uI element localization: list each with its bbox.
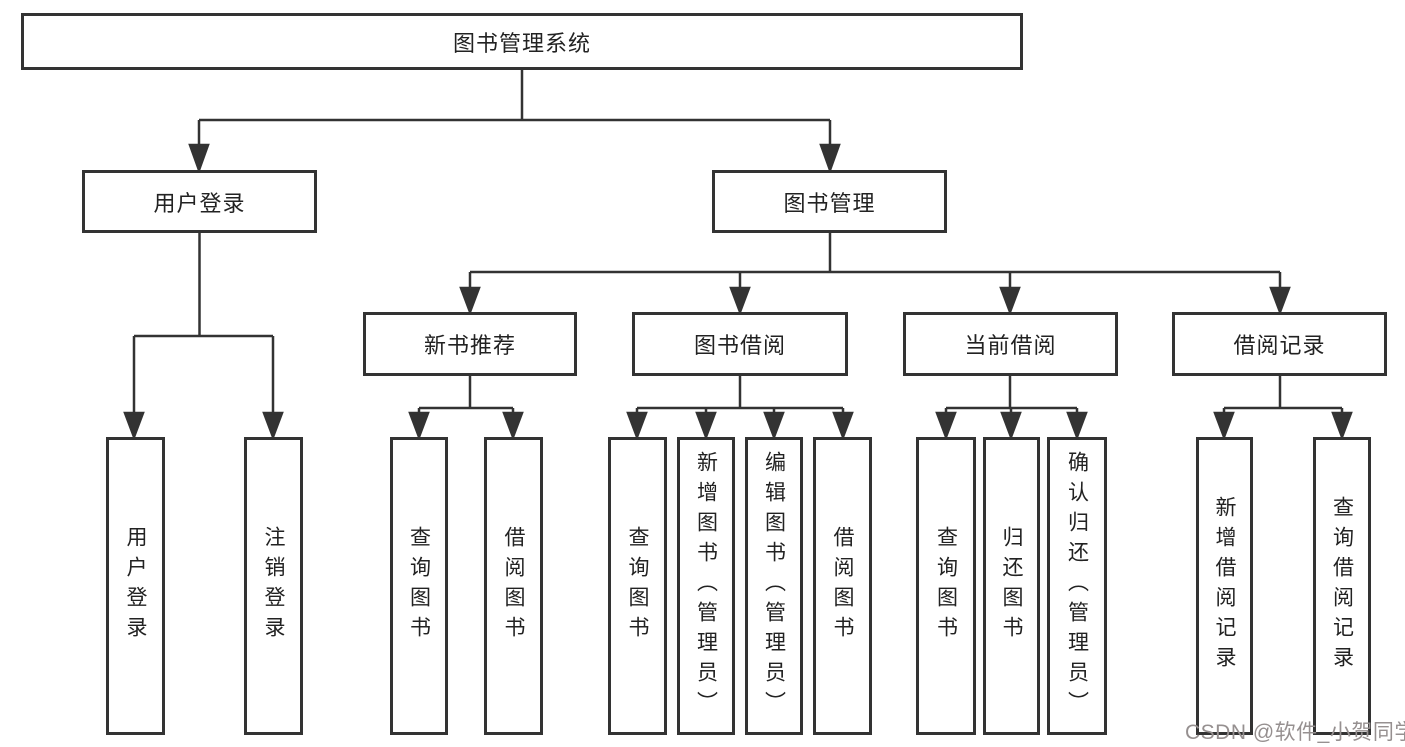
leaf-user-login: 用户登录 bbox=[106, 437, 165, 735]
node-label: 查询图书 bbox=[626, 526, 650, 646]
leaf-logout: 注销登录 bbox=[244, 437, 303, 735]
node-label: 借阅图书 bbox=[831, 526, 855, 646]
connector-book-management-to-level3 bbox=[459, 233, 1291, 316]
node-user-login: 用户登录 bbox=[82, 170, 317, 233]
leaf-borrow-query-book: 查询图书 bbox=[608, 437, 667, 735]
node-label: 当前借阅 bbox=[964, 333, 1057, 358]
leaf-borrow-book: 借阅图书 bbox=[813, 437, 872, 735]
node-new-book-recommend: 新书推荐 bbox=[363, 312, 577, 376]
node-book-borrow: 图书借阅 bbox=[632, 312, 848, 376]
leaf-current-query-book: 查询图书 bbox=[916, 437, 976, 735]
node-label: 借阅记录 bbox=[1233, 333, 1326, 358]
leaf-add-book-admin: 新增图书（管理员） bbox=[677, 437, 735, 735]
leaf-return-book: 归还图书 bbox=[983, 437, 1040, 735]
csdn-watermark: CSDN @软件_小贺同学 bbox=[1185, 721, 1405, 744]
connector-book-borrow-to-leaves bbox=[626, 376, 854, 441]
connector-borrow-record-to-leaves bbox=[1213, 376, 1353, 441]
node-label: 编辑图书（管理员） bbox=[762, 451, 786, 721]
connector-new-book-to-leaves bbox=[408, 376, 524, 441]
node-label: 查询图书 bbox=[407, 526, 431, 646]
node-label: 图书管理 bbox=[783, 190, 876, 216]
node-label: 归还图书 bbox=[1000, 526, 1024, 646]
node-label: 新增图书（管理员） bbox=[694, 451, 718, 721]
node-borrow-record: 借阅记录 bbox=[1172, 312, 1387, 376]
node-root-system: 图书管理系统 bbox=[21, 13, 1023, 70]
node-label: 注销登录 bbox=[262, 526, 286, 646]
node-label: 查询图书 bbox=[934, 526, 958, 646]
connector-user-login-to-leaves bbox=[123, 233, 284, 441]
node-label: 新书推荐 bbox=[423, 333, 516, 358]
leaf-query-borrow-record: 查询借阅记录 bbox=[1313, 437, 1371, 735]
node-label: 图书管理系统 bbox=[452, 30, 591, 56]
node-label: 图书借阅 bbox=[693, 333, 786, 358]
leaf-recommend-borrow-book: 借阅图书 bbox=[484, 437, 543, 735]
node-label: 确认归还（管理员） bbox=[1065, 451, 1089, 721]
node-label: 新增借阅记录 bbox=[1213, 496, 1237, 676]
node-label: 用户登录 bbox=[124, 526, 148, 646]
node-current-borrow: 当前借阅 bbox=[903, 312, 1118, 376]
connector-root-to-level2 bbox=[188, 69, 841, 174]
node-label: 借阅图书 bbox=[502, 526, 526, 646]
leaf-recommend-query-book: 查询图书 bbox=[390, 437, 448, 735]
connector-current-borrow-to-leaves bbox=[935, 376, 1088, 441]
leaf-add-borrow-record: 新增借阅记录 bbox=[1196, 437, 1253, 735]
node-label: 用户登录 bbox=[153, 190, 246, 216]
leaf-confirm-return-admin: 确认归还（管理员） bbox=[1047, 437, 1107, 735]
node-book-management: 图书管理 bbox=[712, 170, 947, 233]
leaf-edit-book-admin: 编辑图书（管理员） bbox=[745, 437, 803, 735]
node-label: 查询借阅记录 bbox=[1330, 496, 1354, 676]
